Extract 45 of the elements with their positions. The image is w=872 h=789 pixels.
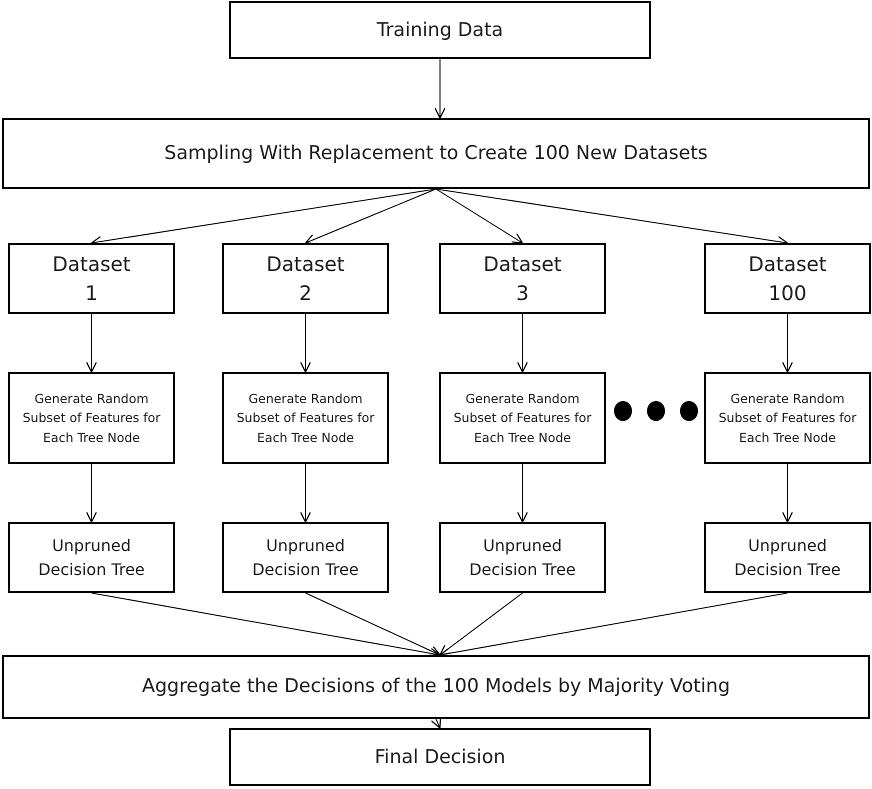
process-box [439, 372, 606, 464]
box-label: Generate Random Subset of Features for Each Tree Node [22, 390, 162, 447]
box-label: Aggregate the Decisions of the 100 Models by Majority Voting [142, 674, 730, 700]
arrow [434, 58, 446, 119]
process-box [439, 243, 606, 314]
process-box [8, 522, 175, 593]
arrow [86, 464, 98, 523]
box-label: Unpruned Decision Tree [468, 535, 577, 580]
process-box [222, 522, 389, 593]
box-label: Final Decision [374, 746, 506, 768]
process-box [229, 728, 651, 786]
process-box [439, 522, 606, 593]
arrow [516, 314, 528, 373]
process-box [2, 118, 870, 189]
box-label: Unpruned Decision Tree [37, 535, 146, 580]
arrow [782, 464, 794, 523]
box-label: Generate Random Subset of Features for Each Tree Node [452, 390, 592, 447]
box-label: Dataset 100 [747, 250, 828, 306]
arrow [300, 464, 312, 523]
arrow [86, 314, 98, 373]
box-label: Sampling With Replacement to Create 100 New Datasets [164, 142, 708, 165]
process-box [222, 372, 389, 464]
arrow [516, 464, 528, 523]
box-label: Training Data [376, 18, 504, 42]
box-label: Generate Random Subset of Features for Each Tree Node [718, 390, 858, 447]
process-box [704, 372, 871, 464]
arrow [305, 592, 441, 656]
box-label: Dataset 2 [265, 250, 346, 306]
arrow [300, 314, 312, 373]
arrow [782, 314, 794, 373]
box-label: Generate Random Subset of Features for Each Tree Node [236, 390, 376, 447]
box-label: Dataset 1 [51, 250, 132, 306]
box-label: Unpruned Decision Tree [733, 535, 842, 580]
process-box [704, 243, 871, 314]
box-label: Unpruned Decision Tree [251, 535, 360, 580]
process-box [8, 243, 175, 314]
process-box [229, 1, 651, 59]
box-label: Dataset 3 [482, 250, 563, 306]
process-box [8, 372, 175, 464]
arrow [304, 188, 436, 244]
arrow [436, 188, 524, 244]
process-box [704, 522, 871, 593]
process-box [2, 655, 870, 719]
process-box [222, 243, 389, 314]
arrow [439, 592, 523, 656]
